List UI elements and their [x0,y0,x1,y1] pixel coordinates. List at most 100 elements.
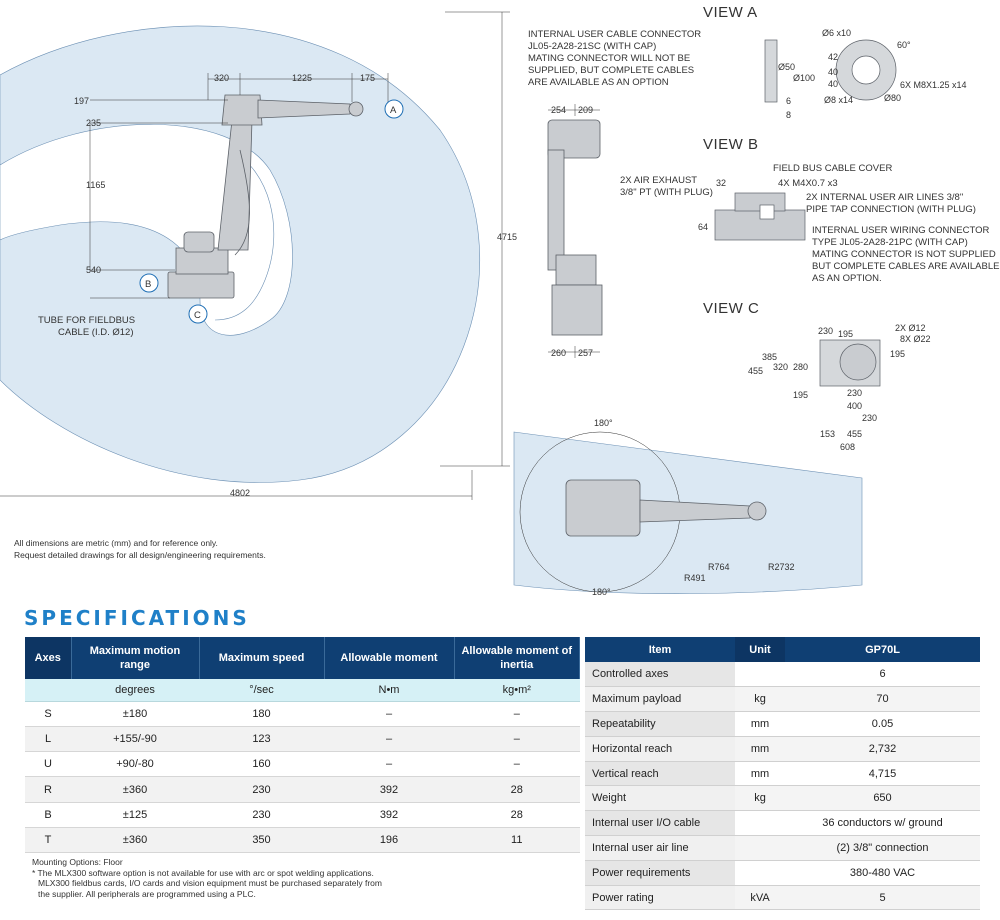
work-envelope [0,25,480,483]
callout-a [384,99,404,119]
axis-cell: S [25,701,71,727]
cable-note-5: ARE AVAILABLE AS AN OPTION [528,77,669,88]
item-value: 5 [785,885,980,911]
tv-180-bottom: 180° [592,587,611,597]
item-unit: mm [735,761,785,787]
dimension-note-2: Request detailed drawings for all design… [14,550,266,560]
axis-cell: B [25,802,71,828]
speed-cell: 123 [199,726,324,753]
dim-320: 320 [214,73,229,83]
moment-cell: – [324,701,454,727]
air-note-2: 3/8" PT (WITH PLUG) [620,187,713,198]
tv-r491: R491 [684,573,706,583]
vc-dim-1: 195 [838,329,853,339]
va-dim-11: Ø80 [884,93,901,103]
inertia-cell: – [454,701,580,727]
callout-c-label: C [194,310,201,321]
item-unit: mm [735,736,785,762]
vc-dim-10: 230 [847,388,862,398]
vc-dim-15: 608 [840,442,855,452]
va-dim-6: Ø100 [793,73,815,83]
vc-dim-3: 8X Ø22 [900,334,931,344]
robot-side-elevation [167,94,364,299]
unit-cell: °/sec [199,679,324,702]
dim-1225: 1225 [292,73,312,83]
axes-units-row: degrees °/sec N•m kg•m² [25,679,580,702]
vb-note-5: TYPE JL05-2A28-21PC (WITH CAP) [812,237,968,248]
table-row: T ±360 350 196 11 [25,827,580,854]
vc-dim-2: 2X Ø12 [895,323,926,333]
vb-note-0: FIELD BUS CABLE COVER [773,163,892,174]
item-label: Power requirements [585,860,735,886]
inertia-cell: – [454,751,580,778]
view-b-title: VIEW B [703,136,759,153]
inertia-cell: 28 [454,776,580,803]
vc-dim-9: 195 [793,390,808,400]
item-label: Vertical reach [585,761,735,787]
footnote-1: * The MLX300 software option is not avai… [32,867,374,878]
va-dim-3: 40 [828,67,838,77]
header-model: GP70L [785,637,980,662]
dim-1165: 1165 [86,180,105,190]
table-row: U +90/-80 160 – – [25,751,580,778]
moment-cell: 392 [324,776,454,803]
vc-dim-7: 280 [793,362,808,372]
moment-cell: 196 [324,827,454,854]
inertia-cell: – [454,726,580,753]
speed-cell: 230 [199,802,324,828]
vc-dim-8: 455 [748,366,763,376]
header-item: Item [585,637,735,662]
range-cell: ±360 [71,776,199,803]
item-label: Maximum payload [585,686,735,713]
robot-front-elevation [547,119,603,336]
item-unit [735,662,785,688]
item-value: 70 [785,686,980,713]
va-dim-0: Ø6 x10 [822,28,851,38]
item-value: 0.05 [785,711,980,737]
item-value: 6 [785,662,980,688]
vc-dim-5: 385 [762,352,777,362]
va-dim-2: 42 [828,52,838,62]
cable-note-1: INTERNAL USER CABLE CONNECTOR [528,29,701,40]
unit-cell: kg•m² [454,679,580,702]
side-dim-257: 257 [578,348,593,358]
tv-180-top: 180° [594,418,613,428]
footnote-3: the supplier. All peripherals are progra… [38,888,256,899]
item-unit: mm [735,711,785,737]
header-moment-inertia: Allowable moment of inertia [454,637,580,679]
dim-4802: 4802 [230,488,250,498]
vb-note-2: 2X INTERNAL USER AIR LINES 3/8" [806,192,963,203]
item-value: (2) 3/8" connection [785,835,980,861]
va-dim-4: 40 [828,79,838,89]
vb-dim-0: 32 [716,178,726,188]
drawing-canvas: 320 1225 175 197 235 1165 540 4715 4802 … [0,4,999,597]
range-cell: +155/-90 [71,726,199,753]
vc-dim-4: 195 [890,349,905,359]
axis-cell: U [25,751,71,778]
table-row: Internal user air line(2) 3/8" connectio… [585,835,980,861]
item-unit: kg [735,785,785,812]
view-a-title: VIEW A [703,4,758,21]
item-label: Repeatability [585,711,735,737]
header-allowable-moment: Allowable moment [324,637,455,679]
item-value: 36 conductors w/ ground [785,810,980,837]
footnote-2: MLX300 fieldbus cards, I/O cards and vis… [38,878,382,888]
header-max-speed: Maximum speed [199,637,325,679]
item-label: Weight [585,785,735,812]
cable-note-3: MATING CONNECTOR WILL NOT BE [528,53,690,64]
dim-4715: 4715 [497,232,517,242]
axis-cell: L [25,726,71,753]
inner-envelope [214,149,275,321]
side-dim-lines [548,104,600,358]
va-dim-10: Ø8 x14 [824,95,853,105]
vb-note-8: AS AN OPTION. [812,273,882,284]
table-row: S ±180 180 – – [25,701,580,727]
vb-dim-1: 64 [698,222,708,232]
